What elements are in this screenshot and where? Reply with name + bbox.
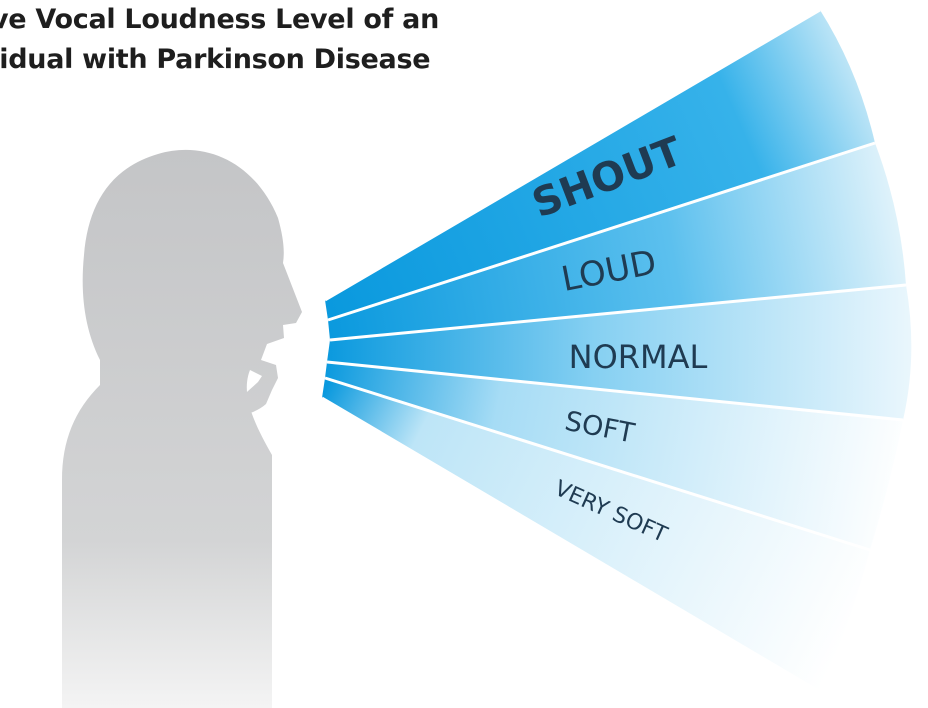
person-silhouette-icon xyxy=(62,150,302,708)
level-label-normal: NORMAL xyxy=(569,338,708,376)
